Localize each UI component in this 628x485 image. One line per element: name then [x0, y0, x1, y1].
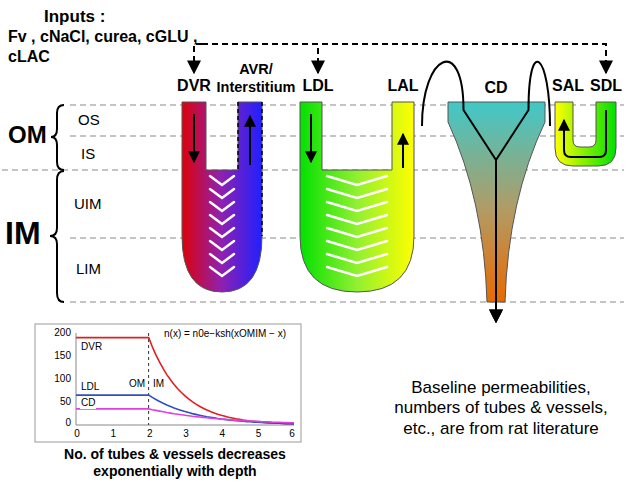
- tubule-column: LDL: [299, 76, 337, 300]
- dvr-avr-loop: [182, 102, 262, 292]
- flow-arrow: [193, 114, 195, 162]
- axis-tick: 200: [40, 327, 72, 339]
- short-loop: [555, 102, 616, 166]
- caption: No. of tubes & vessels decreases exponen…: [20, 446, 330, 480]
- axis-tick: 5: [251, 428, 267, 440]
- chart-curve: [76, 395, 294, 424]
- loop-bend: [210, 228, 234, 237]
- loop-bends: [210, 176, 387, 276]
- loop-bend: [327, 267, 387, 276]
- tubule-label: CD: [448, 78, 545, 98]
- axis-tick: 150: [40, 350, 72, 362]
- tubule-label: DVR: [173, 76, 215, 96]
- subzone-label: LIM: [76, 260, 101, 277]
- inputs-block: Inputs :Fv , cNaCl, curea, cGLU , cLAC: [8, 6, 202, 67]
- flow-connector: [496, 62, 550, 322]
- axis-tick: 100: [40, 373, 72, 385]
- zone-line: [70, 301, 624, 302]
- subzone-label: IS: [81, 145, 95, 162]
- loop-bend: [327, 254, 387, 263]
- tubule-label: AVR/ Interstitium: [215, 60, 298, 96]
- axis-tick: 4: [214, 428, 230, 440]
- zone-label: IM: [5, 215, 41, 252]
- input-arrow: [194, 44, 202, 73]
- series-label: CD: [80, 397, 96, 409]
- tubule-label: LAL: [384, 76, 422, 96]
- loop-bend: [210, 202, 234, 211]
- loop-bend: [210, 189, 234, 198]
- tubule-label: LDL: [299, 76, 337, 96]
- tubule-column: SDL: [588, 76, 624, 150]
- loop-bend: [327, 176, 387, 185]
- tubule-column: CD: [448, 78, 545, 302]
- region-label: OM: [128, 378, 146, 390]
- tubule-column: DVR: [173, 76, 215, 300]
- loop-bend: [327, 228, 387, 237]
- subzone-label: OS: [78, 111, 100, 128]
- zone-line: [70, 135, 624, 136]
- flow-arrow: [402, 134, 404, 168]
- region-label: IM: [152, 378, 165, 390]
- loop-bend: [210, 254, 234, 263]
- ldl-lal-loop: [300, 102, 414, 292]
- chart-axis: [76, 333, 77, 425]
- tubule-column: LAL: [384, 76, 422, 300]
- loop-bend: [327, 189, 387, 198]
- flow-arrow: [310, 114, 312, 162]
- flow-arrow: [249, 116, 251, 165]
- flow-connector: [422, 62, 496, 322]
- tubule-column: SAL: [550, 76, 586, 150]
- inputs-heading: Inputs :: [8, 6, 202, 27]
- chart-axis: [76, 425, 294, 426]
- zone-label: OM: [8, 121, 47, 149]
- series-label: LDL: [80, 381, 100, 393]
- chart-curves: [76, 338, 294, 424]
- axis-tick: 2: [142, 428, 158, 440]
- axis-tick: 0: [69, 428, 85, 440]
- source-note: Baseline permeabilities, numbers of tube…: [382, 378, 620, 439]
- axis-tick: 3: [178, 428, 194, 440]
- loop-bend: [210, 176, 234, 185]
- tubule-column: AVR/ Interstitium: [215, 60, 298, 300]
- axis-tick: 1: [105, 428, 121, 440]
- axis-tick: 0: [40, 417, 72, 429]
- flow-arrow: [564, 110, 606, 157]
- im-brace: [50, 171, 64, 302]
- loop-bend: [210, 241, 234, 250]
- tubule-label: SAL: [550, 76, 586, 96]
- axis-tick: 50: [40, 396, 72, 408]
- subzone-label: UIM: [74, 195, 102, 212]
- avr-dashed-wall: [238, 102, 262, 236]
- loop-bend: [327, 215, 387, 224]
- loop-bend: [327, 202, 387, 211]
- flow-arrows: [194, 110, 606, 168]
- chart-frame: [35, 324, 301, 442]
- loop-bend: [210, 215, 234, 224]
- loop-bend: [327, 241, 387, 250]
- tubule-label: SDL: [588, 76, 624, 96]
- axis-tick: 6: [284, 428, 300, 440]
- inputs-variables: Fv , cNaCl, curea, cGLU , cLAC: [8, 27, 202, 67]
- loop-bend: [210, 267, 234, 276]
- om-im-divider: [148, 333, 149, 425]
- series-label: DVR: [80, 341, 103, 353]
- chart-curve: [76, 338, 294, 424]
- chart-curve: [76, 409, 294, 423]
- om-brace: [51, 105, 64, 170]
- formula: n(x) = n0e−ksh(xOMIM − x): [163, 328, 287, 340]
